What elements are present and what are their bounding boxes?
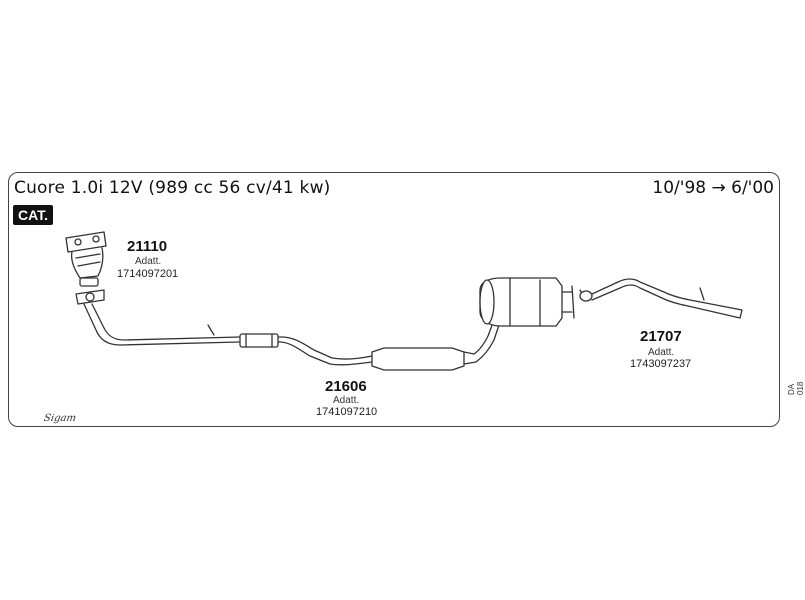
rear-silencer xyxy=(479,277,575,327)
part-number-rear: 21707 xyxy=(640,328,682,345)
part-code-rear: 1743097237 xyxy=(630,358,692,370)
catalyst-converter xyxy=(65,231,107,305)
cat-badge: CAT. xyxy=(13,205,54,225)
part-number-catalyst: 21110 xyxy=(127,238,168,255)
part-label-rear: Adatt. xyxy=(648,347,675,358)
part-label-catalyst: Adatt. xyxy=(135,256,162,267)
part-code-middle: 1741097210 xyxy=(316,406,378,418)
vehicle-title: Cuore 1.0i 12V (989 cc 56 cv/41 kw) xyxy=(14,178,331,198)
diagram-frame xyxy=(8,172,780,427)
part-number-middle: 21606 xyxy=(325,378,367,395)
part-code-catalyst: 1714097201 xyxy=(117,268,179,280)
part-label-middle: Adatt. xyxy=(333,395,360,406)
tail-pipe xyxy=(579,278,743,319)
date-range: 10/'98 → 6/'00 xyxy=(652,178,774,198)
middle-pipe xyxy=(83,303,501,371)
